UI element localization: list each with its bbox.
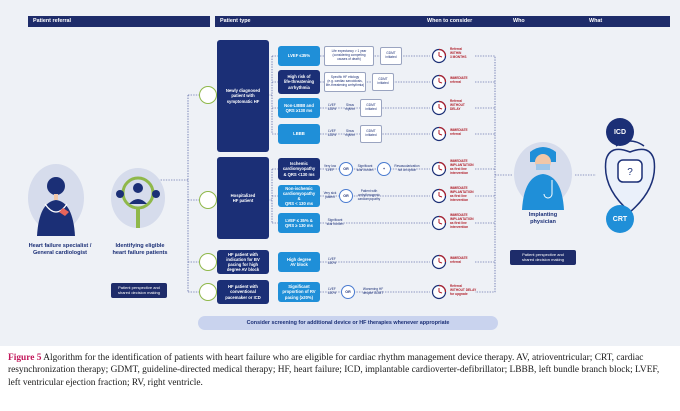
icd-badge: ICD xyxy=(606,118,634,146)
criteria-gdmt-1: GDMT initiated xyxy=(380,47,402,65)
criteria-sinus-b: Sinus rhythm xyxy=(345,129,355,137)
timing-implant-3: IMMEDIATE IMPLANTATION as first line int… xyxy=(450,213,474,229)
criteria-gdmt-2: GDMT initiated xyxy=(372,73,394,91)
criteria-lvef50-b: LVEF ≤50% xyxy=(327,287,337,295)
subtype-non-ischemic: Non-ischemic cardiomyopathy & QRS < 130 … xyxy=(278,185,320,207)
heart-device-illustration: ? xyxy=(604,140,656,213)
clock-icon xyxy=(431,126,447,142)
physician-illustration xyxy=(514,142,572,210)
identifying-illustration xyxy=(111,168,165,228)
subtype-ischemic: Ischemic cardiomyopathy & QRS <130 ms xyxy=(278,158,320,180)
crt-badge: CRT xyxy=(606,205,634,233)
specialist-label: Heart failure specialist / General cardi… xyxy=(28,243,92,256)
criteria-significant-scar: Significant scar burden xyxy=(356,164,374,172)
group-conventional: HF patient with conventional pacemaker o… xyxy=(217,280,269,304)
subtype-lbbb: LBBB xyxy=(278,124,320,144)
criteria-very-low-lvef: Very low LVEF xyxy=(323,164,337,172)
criteria-arrhythmogenic: Patient with arrhythmogenic cardiomyopat… xyxy=(357,189,381,201)
criteria-life-expectancy: Life expectancy > 1 year (considering co… xyxy=(324,46,374,66)
referral-patient-perspective: Patient perspective and shared decision … xyxy=(111,283,167,298)
implanting-label: Implanting physician xyxy=(528,212,558,225)
timing-implant-1: IMMEDIATE IMPLANTATION as first line int… xyxy=(450,159,474,175)
criteria-worsening-hf: Worsening HF despite GDMT xyxy=(362,287,384,295)
group-newly-diagnosed: Newly diagnosed patient with symptomatic… xyxy=(217,40,269,152)
criteria-specific-hf: Specific HF etiology (e.g. cardiac sarco… xyxy=(324,72,366,92)
subtype-non-lbbb: Non-LBBB and QRS ≥130 ms xyxy=(278,98,320,118)
header-who: Who xyxy=(508,16,584,27)
subtype-lvef35: LVEF ≤35% xyxy=(278,46,320,66)
clock-icon xyxy=(431,48,447,64)
criteria-lvef35-b: LVEF ≤35% xyxy=(327,129,337,137)
figure-caption-text: Algorithm for the identification of pati… xyxy=(8,353,660,388)
svg-text:?: ? xyxy=(627,167,633,178)
clock-icon xyxy=(431,161,447,177)
subtype-high-degree-av: High degree AV block xyxy=(278,252,320,272)
operator-or-3: OR xyxy=(341,285,355,299)
subtype-lvef-qrs: LVEF ≤ 35% & QRS ≥ 130 ms xyxy=(278,213,320,233)
group-bv-pacing: HF patient with indication for BV pacing… xyxy=(217,250,269,274)
header-when-to-consider: When to consider xyxy=(422,16,508,27)
specialist-illustration xyxy=(28,164,84,236)
timing-within-3-months: Referral WITHIN 3 MONTHS xyxy=(450,47,467,59)
header-patient-referral: Patient referral xyxy=(28,16,210,27)
timing-immediate-2: IMMEDIATE referral xyxy=(450,128,468,136)
figure-label: Figure 5 xyxy=(8,353,42,363)
criteria-lvef50-a: LVEF ≤50% xyxy=(327,257,337,265)
group-icon-conventional xyxy=(199,283,217,301)
clock-icon xyxy=(431,215,447,231)
group-icon-hospitalized xyxy=(199,191,217,209)
screening-banner: Consider screening for additional device… xyxy=(198,316,498,330)
criteria-sinus-a: Sinus rhythm xyxy=(345,103,355,111)
operator-or-1: OR xyxy=(339,162,353,176)
figure-caption: Figure 5 Algorithm for the identificatio… xyxy=(8,352,672,389)
who-patient-perspective: Patient perspective and shared decision … xyxy=(510,250,576,265)
criteria-revascularization: Revascularization not an option xyxy=(394,164,420,172)
group-icon-bv-pacing xyxy=(199,253,217,271)
identifying-label: Identifying eligible heart failure patie… xyxy=(112,243,168,256)
clock-icon xyxy=(431,254,447,270)
operator-and-1: + xyxy=(377,162,391,176)
criteria-lvef35-a: LVEF ≤35% xyxy=(327,103,337,111)
group-hospitalized: Hospitalized HF patient xyxy=(217,157,269,239)
criteria-very-sick: Very sick patient xyxy=(323,191,337,199)
header-patient-type: Patient type xyxy=(215,16,422,27)
timing-without-delay: Referral WITHOUT DELAY xyxy=(450,99,465,111)
criteria-gdmt-4: GDMT initiated xyxy=(360,125,382,143)
criteria-gdmt-3: GDMT initiated xyxy=(360,99,382,117)
timing-immediate-1: IMMEDIATE referral xyxy=(450,76,468,84)
subtype-high-risk: High risk of life-threatening arrhythmia xyxy=(278,70,320,94)
diagram-panel: Patient referral Patient type When to co… xyxy=(0,0,680,346)
operator-or-2: OR xyxy=(339,189,353,203)
clock-icon xyxy=(431,100,447,116)
group-icon-newly-diagnosed xyxy=(199,86,217,104)
subtype-significant-bv: Significant proportion of RV pacing (≥20… xyxy=(278,282,320,302)
clock-icon xyxy=(431,188,447,204)
clock-icon xyxy=(431,284,447,300)
timing-immediate-3: IMMEDIATE referral xyxy=(450,256,468,264)
timing-without-delay-upgrade: Referral WITHOUT DELAY for upgrade xyxy=(450,284,477,296)
clock-icon xyxy=(431,74,447,90)
criteria-scar-burden: Significant scar burden xyxy=(326,218,344,226)
header-what: What xyxy=(584,16,670,27)
timing-implant-2: IMMEDIATE IMPLANTATION as first line int… xyxy=(450,186,474,202)
